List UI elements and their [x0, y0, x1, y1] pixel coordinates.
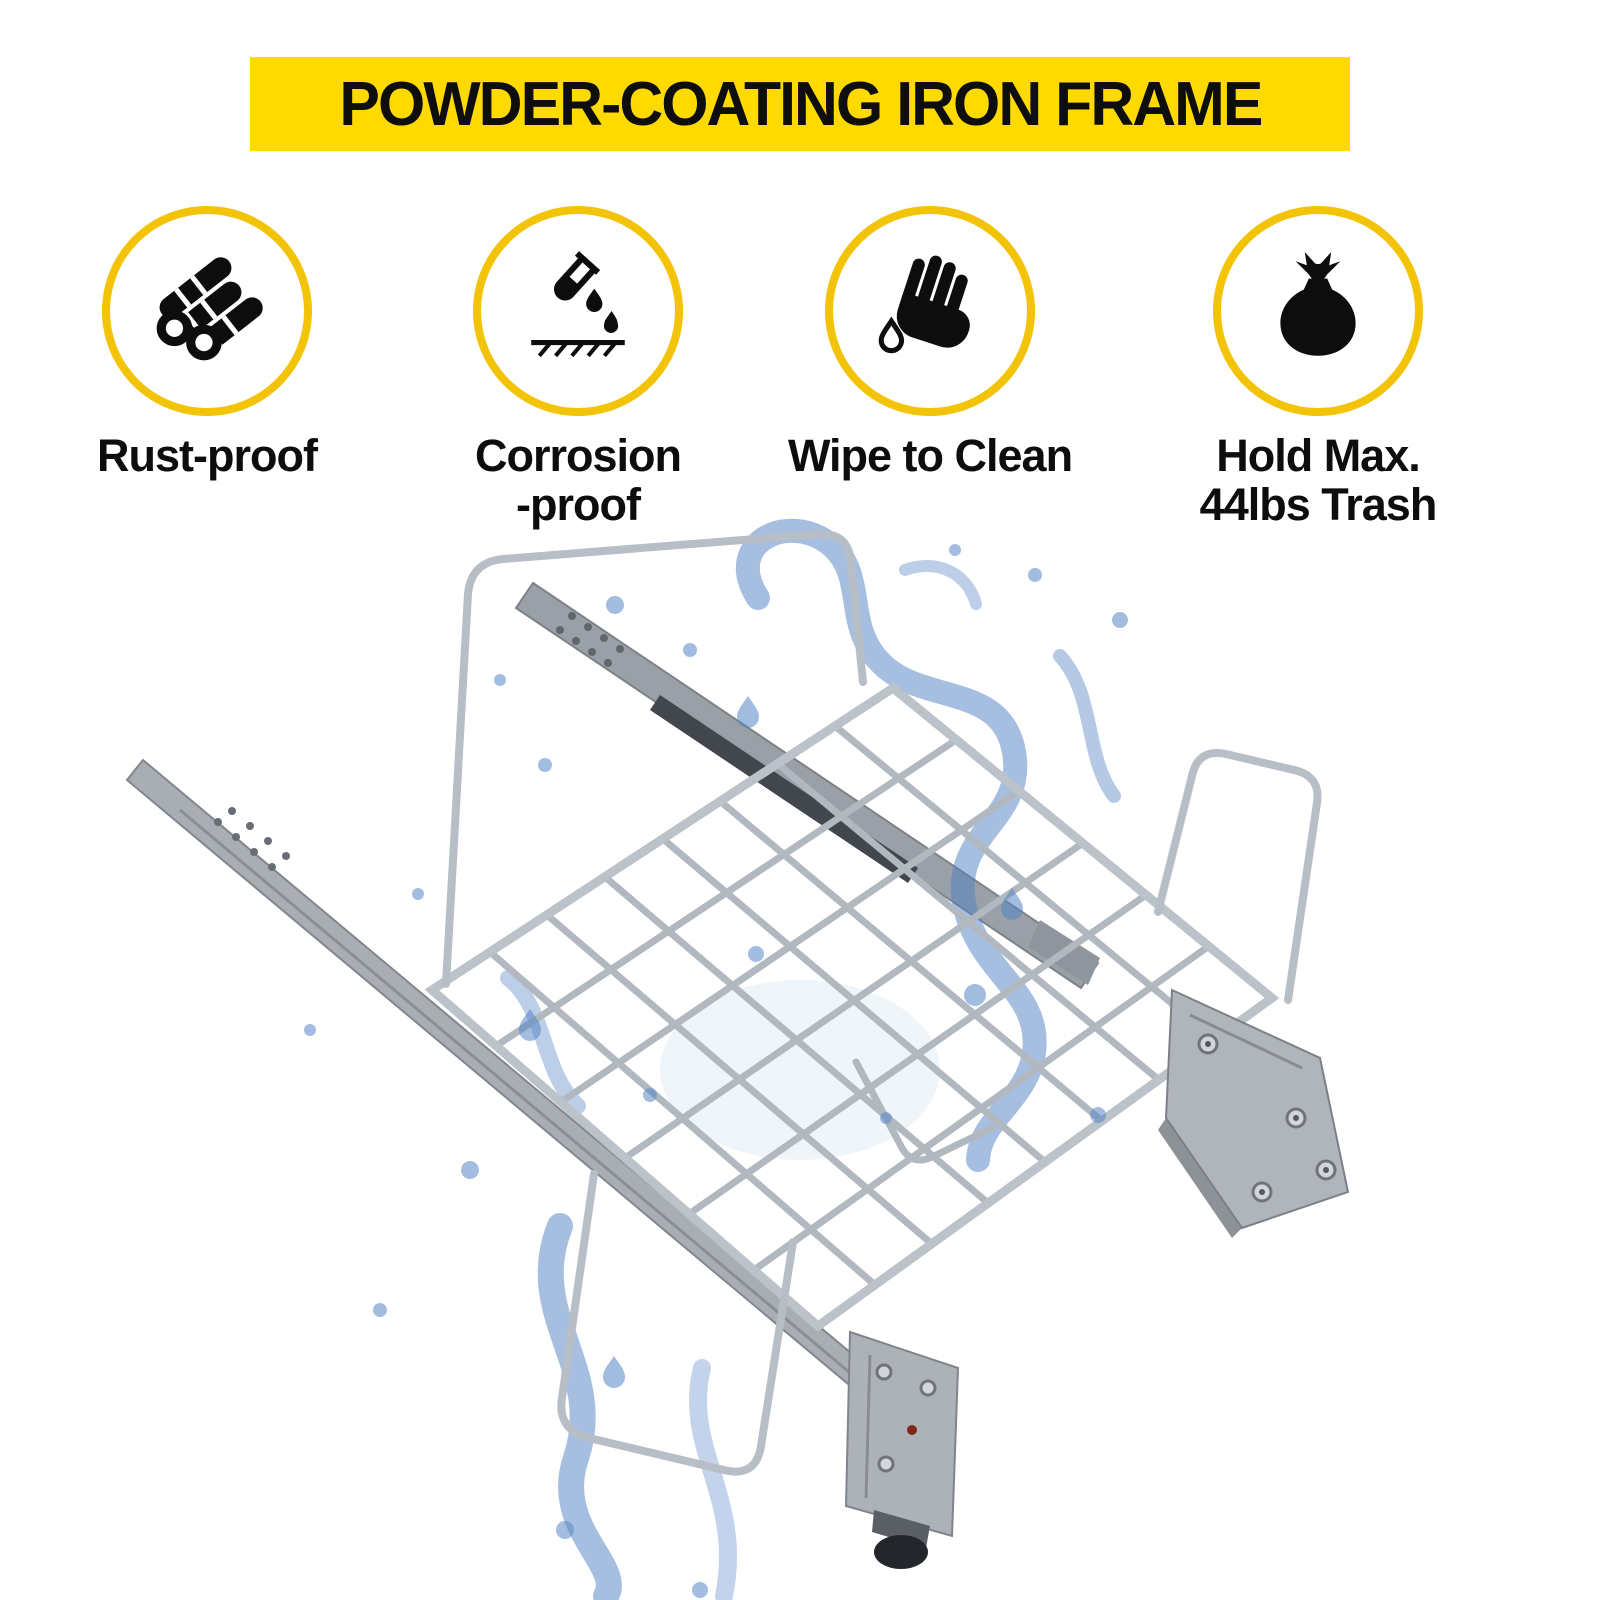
mounting-bracket-right	[1158, 988, 1350, 1238]
feature-label: Hold Max. 44lbs Trash	[1199, 430, 1438, 530]
trash-bag-icon	[1257, 248, 1379, 375]
bracket-screws	[875, 1363, 937, 1473]
wipe-to-clean-badge	[825, 206, 1035, 416]
basket-front-loop	[557, 1170, 797, 1476]
title-banner: POWDER-COATING IRON FRAME	[250, 57, 1350, 151]
basket-side-loop	[1154, 749, 1322, 1004]
feature-hold-max-weight: Hold Max. 44lbs Trash	[1118, 206, 1518, 529]
mounting-bracket-front	[844, 1330, 960, 1569]
water-splash	[500, 518, 1121, 1600]
red-screw	[907, 1425, 917, 1435]
rail-mounting-holes	[556, 612, 624, 667]
basket-divider-wire	[852, 1058, 996, 1164]
feature-wipe-to-clean: Wipe to Clean	[730, 206, 1130, 481]
acid-tube-icon	[517, 248, 639, 375]
wire-basket	[424, 529, 1322, 1476]
feature-label: Rust-proof	[97, 430, 318, 481]
feature-label: Corrosion -proof	[474, 430, 682, 530]
page-title: POWDER-COATING IRON FRAME	[339, 69, 1263, 139]
feature-label: Wipe to Clean	[787, 430, 1073, 481]
basket-rim	[424, 682, 1280, 1332]
bracket-roller-wheel	[874, 1535, 928, 1569]
water-droplets	[304, 544, 1128, 1598]
feature-rust-proof: Rust-proof	[7, 206, 407, 481]
basket-back-loop	[442, 529, 867, 988]
rail-slider-dark	[650, 695, 918, 883]
water-mist	[660, 980, 940, 1160]
hand-wipe-icon	[869, 248, 991, 375]
rail-mounting-holes	[214, 807, 290, 871]
product-photo-pullout-basket	[125, 518, 1350, 1600]
corrosion-proof-badge	[473, 206, 683, 416]
metal-pipes-icon	[146, 248, 268, 375]
rust-proof-badge	[102, 206, 312, 416]
feature-corrosion-proof: Corrosion -proof	[378, 206, 778, 529]
hold-max-badge	[1213, 206, 1423, 416]
